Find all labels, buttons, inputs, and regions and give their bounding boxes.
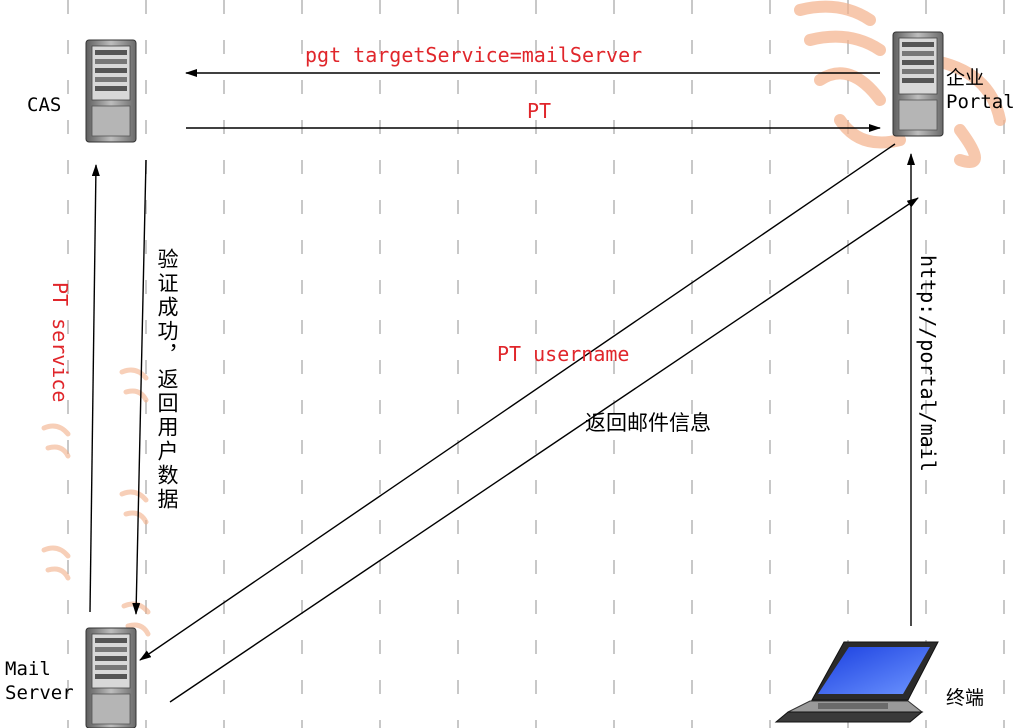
pt-response-label: PT (527, 99, 552, 123)
mail-server-icon (85, 627, 137, 728)
pgt-request-label: pgt targetService=mailServer (305, 43, 643, 67)
terminal-laptop-icon (774, 641, 939, 723)
arrow-pt-username (139, 143, 896, 661)
arrow-return-mail-info (169, 197, 919, 703)
validate-success-label: 验证成功，返回用户数据 (155, 248, 179, 512)
http-request-label: http://portal/mail (916, 255, 940, 472)
arrow-pt-service (89, 164, 100, 613)
terminal-label: 终端 (946, 687, 985, 709)
mail-server-label: Mail Server (5, 658, 74, 704)
arrow-validate-success (132, 159, 147, 615)
cas-server-icon (85, 39, 137, 143)
portal-label: 企业 Portal (946, 67, 1014, 113)
portal-server-icon (892, 31, 944, 137)
pt-username-label: PT username (497, 342, 630, 366)
cas-label: CAS (27, 94, 62, 116)
watermark-seal (794, 0, 1006, 168)
return-mail-info-label: 返回邮件信息 (585, 411, 711, 435)
arrows (89, 69, 919, 703)
watermark-stamp (41, 367, 151, 637)
pt-service-label: PT service (48, 282, 72, 403)
